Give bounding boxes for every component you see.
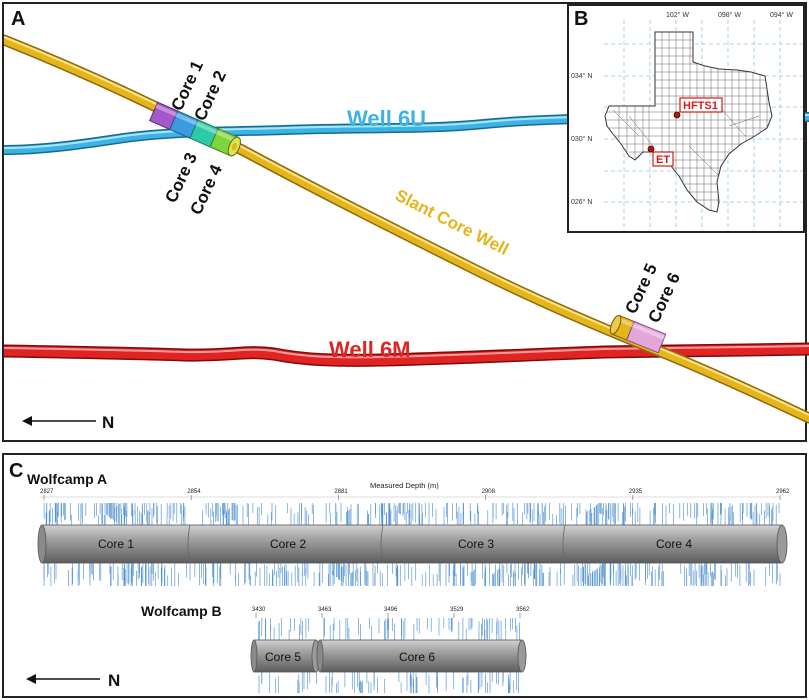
wolfcamp-a-depth-ticks: 2827 2854 2881 2908 2935 2962 [40,489,790,500]
site-hfts1-label: HFTS1 [683,100,718,112]
panel-b-label: B [574,8,588,30]
core-6-name: Core 6 [399,650,435,664]
depth-tick-label: 3430 [252,607,266,613]
site-et: ET [647,145,674,167]
depth-tick-label: 3463 [318,607,332,613]
core-2-name: Core 2 [270,537,306,551]
lon-label-094: 094° W [770,11,793,19]
north-arrow-a: N [22,413,114,432]
wolfcamp-a-fractures-top [43,503,780,525]
well-6m-label: Well 6M [329,337,411,362]
wolfcamp-a-title: Wolfcamp A [27,471,107,487]
depth-tick-label: 2962 [776,489,790,495]
depth-tick-label: 3496 [384,607,398,613]
wolfcamp-a-core-cylinder [37,524,788,564]
lat-label-026: 026° N [571,198,592,206]
texas-outline [604,31,773,213]
panel-b-canvas: B 102° W 098° W 094° W 034° N 030° N 026… [571,8,803,231]
depth-tick-label: 2908 [482,489,496,495]
core-6-cylinder [316,639,527,673]
north-label-c: N [108,671,120,690]
cores-5-6-cylinder [609,314,667,354]
wolfcamp-b-depth-ticks: 3430 3463 3496 3529 3562 [252,607,530,618]
cores-1-4-cylinder [149,101,241,157]
lon-label-098: 098° W [718,11,741,19]
core-3-name: Core 3 [458,537,494,551]
depth-tick-label: 2827 [40,489,54,495]
panel-a-label: A [11,8,25,30]
wolfcamp-a-fractures-bottom [43,563,781,586]
panel-c-canvas: C Wolfcamp A Measured Depth (m) Core 1 C… [9,460,790,693]
measured-depth-axis-title: Measured Depth (m) [370,481,439,490]
panel-b-texas-map: B 102° W 098° W 094° W 034° N 030° N 026… [567,4,805,233]
depth-tick-label: 2935 [629,489,643,495]
core-5-cylinder [250,639,321,673]
site-hfts1: HFTS1 [673,97,723,119]
core-4-name: Core 4 [656,537,692,551]
site-et-label: ET [656,154,670,166]
north-arrow-c: N [26,671,120,690]
lon-label-102: 102° W [666,11,689,19]
panel-c-core-depth-diagram: C Wolfcamp A Measured Depth (m) Core 1 C… [2,453,807,698]
wolfcamp-b-fractures-top [257,618,520,640]
core-1-name: Core 1 [98,537,134,551]
wolfcamp-b-title: Wolfcamp B [141,603,222,619]
lat-label-034: 034° N [571,72,592,80]
depth-tick-label: 3562 [516,607,530,613]
wolfcamp-b-fractures-bottom [258,672,519,693]
core-5-name: Core 5 [265,650,301,664]
slant-core-well-label: Slant Core Well [392,186,511,259]
depth-tick-label: 2881 [334,489,348,495]
depth-tick-label: 3529 [450,607,464,613]
depth-tick-label: 2854 [187,489,201,495]
north-label-a: N [102,413,114,432]
lat-label-030: 030° N [571,135,592,143]
well-6u-label: Well 6U [347,106,426,131]
panel-c-label: C [9,460,23,482]
